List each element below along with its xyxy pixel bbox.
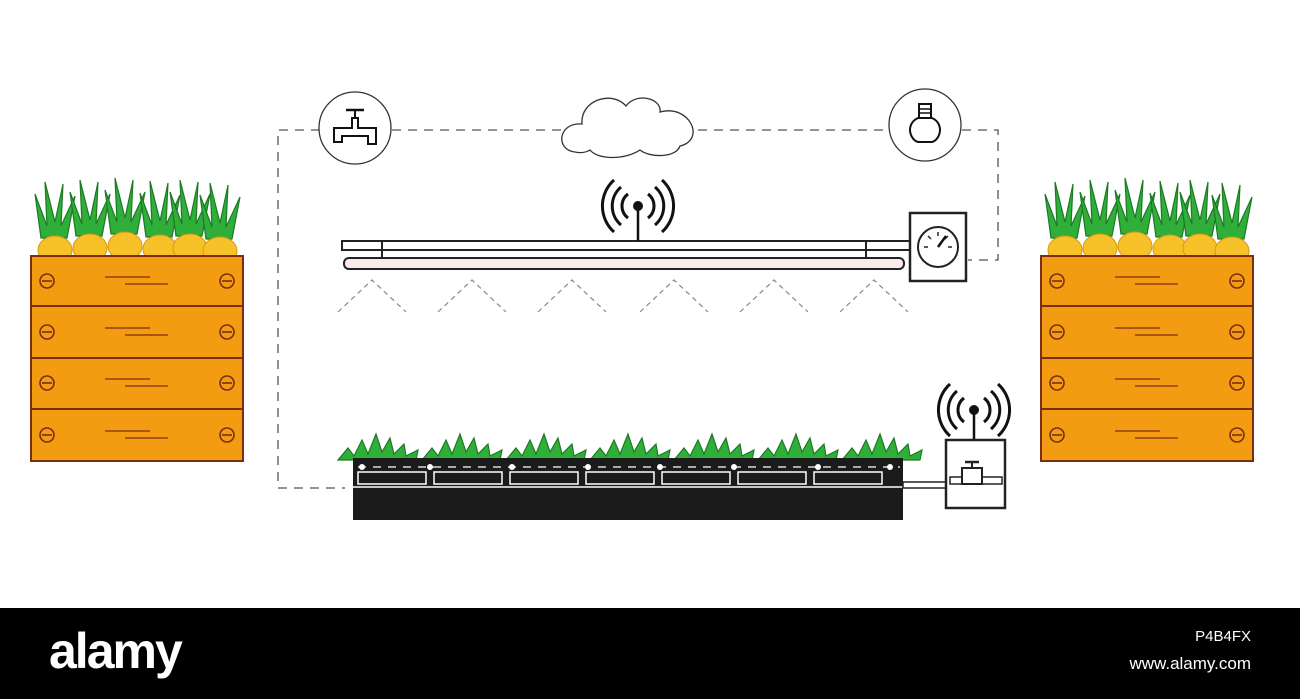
- dashed-connection-lines: [277, 129, 999, 489]
- planting-bed: [337, 433, 923, 520]
- seedling-row: [337, 433, 923, 461]
- pineapple-group-left: [34, 177, 241, 266]
- overhead-sprinkler-pipe: [341, 178, 911, 270]
- image-id-label: P4B4FX: [1195, 628, 1251, 645]
- watermark-url: www.alamy.com: [1129, 654, 1251, 673]
- right-pineapple-crate: [1040, 177, 1254, 462]
- water-tap-icon: [318, 91, 392, 165]
- left-pineapple-crate: [30, 177, 244, 462]
- pineapple-group-right: [1044, 177, 1253, 266]
- pressure-gauge-icon: [908, 211, 968, 283]
- light-bulb-icon: [888, 88, 962, 162]
- valve-icon: [949, 460, 1003, 485]
- sprinkler-spray-pattern: [337, 279, 909, 313]
- alamy-logo: alamy: [49, 623, 183, 679]
- valve-controller: [936, 382, 1012, 510]
- irrigation-diagram: [30, 88, 1254, 520]
- drip-feed-line: [902, 481, 949, 489]
- cloud-icon: [561, 97, 694, 159]
- watermark-footer: alamy P4B4FX www.alamy.com: [0, 608, 1300, 699]
